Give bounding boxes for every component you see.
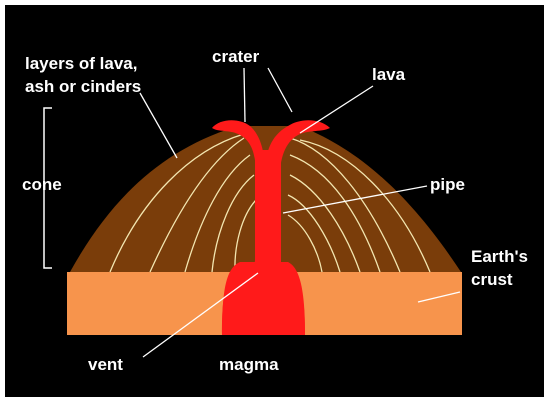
label-lava: lava [372, 65, 406, 84]
label-crust-line1: Earth's [471, 247, 528, 266]
label-vent: vent [88, 355, 123, 374]
magma-chamber [222, 262, 305, 335]
label-pipe: pipe [430, 175, 465, 194]
label-crust-line2: crust [471, 270, 513, 289]
label-layers-line2: ash or cinders [25, 77, 141, 96]
magma-column [255, 150, 281, 280]
label-layers-line1: layers of lava, [25, 54, 137, 73]
label-magma: magma [219, 355, 279, 374]
label-cone: cone [22, 175, 62, 194]
label-crater: crater [212, 47, 260, 66]
